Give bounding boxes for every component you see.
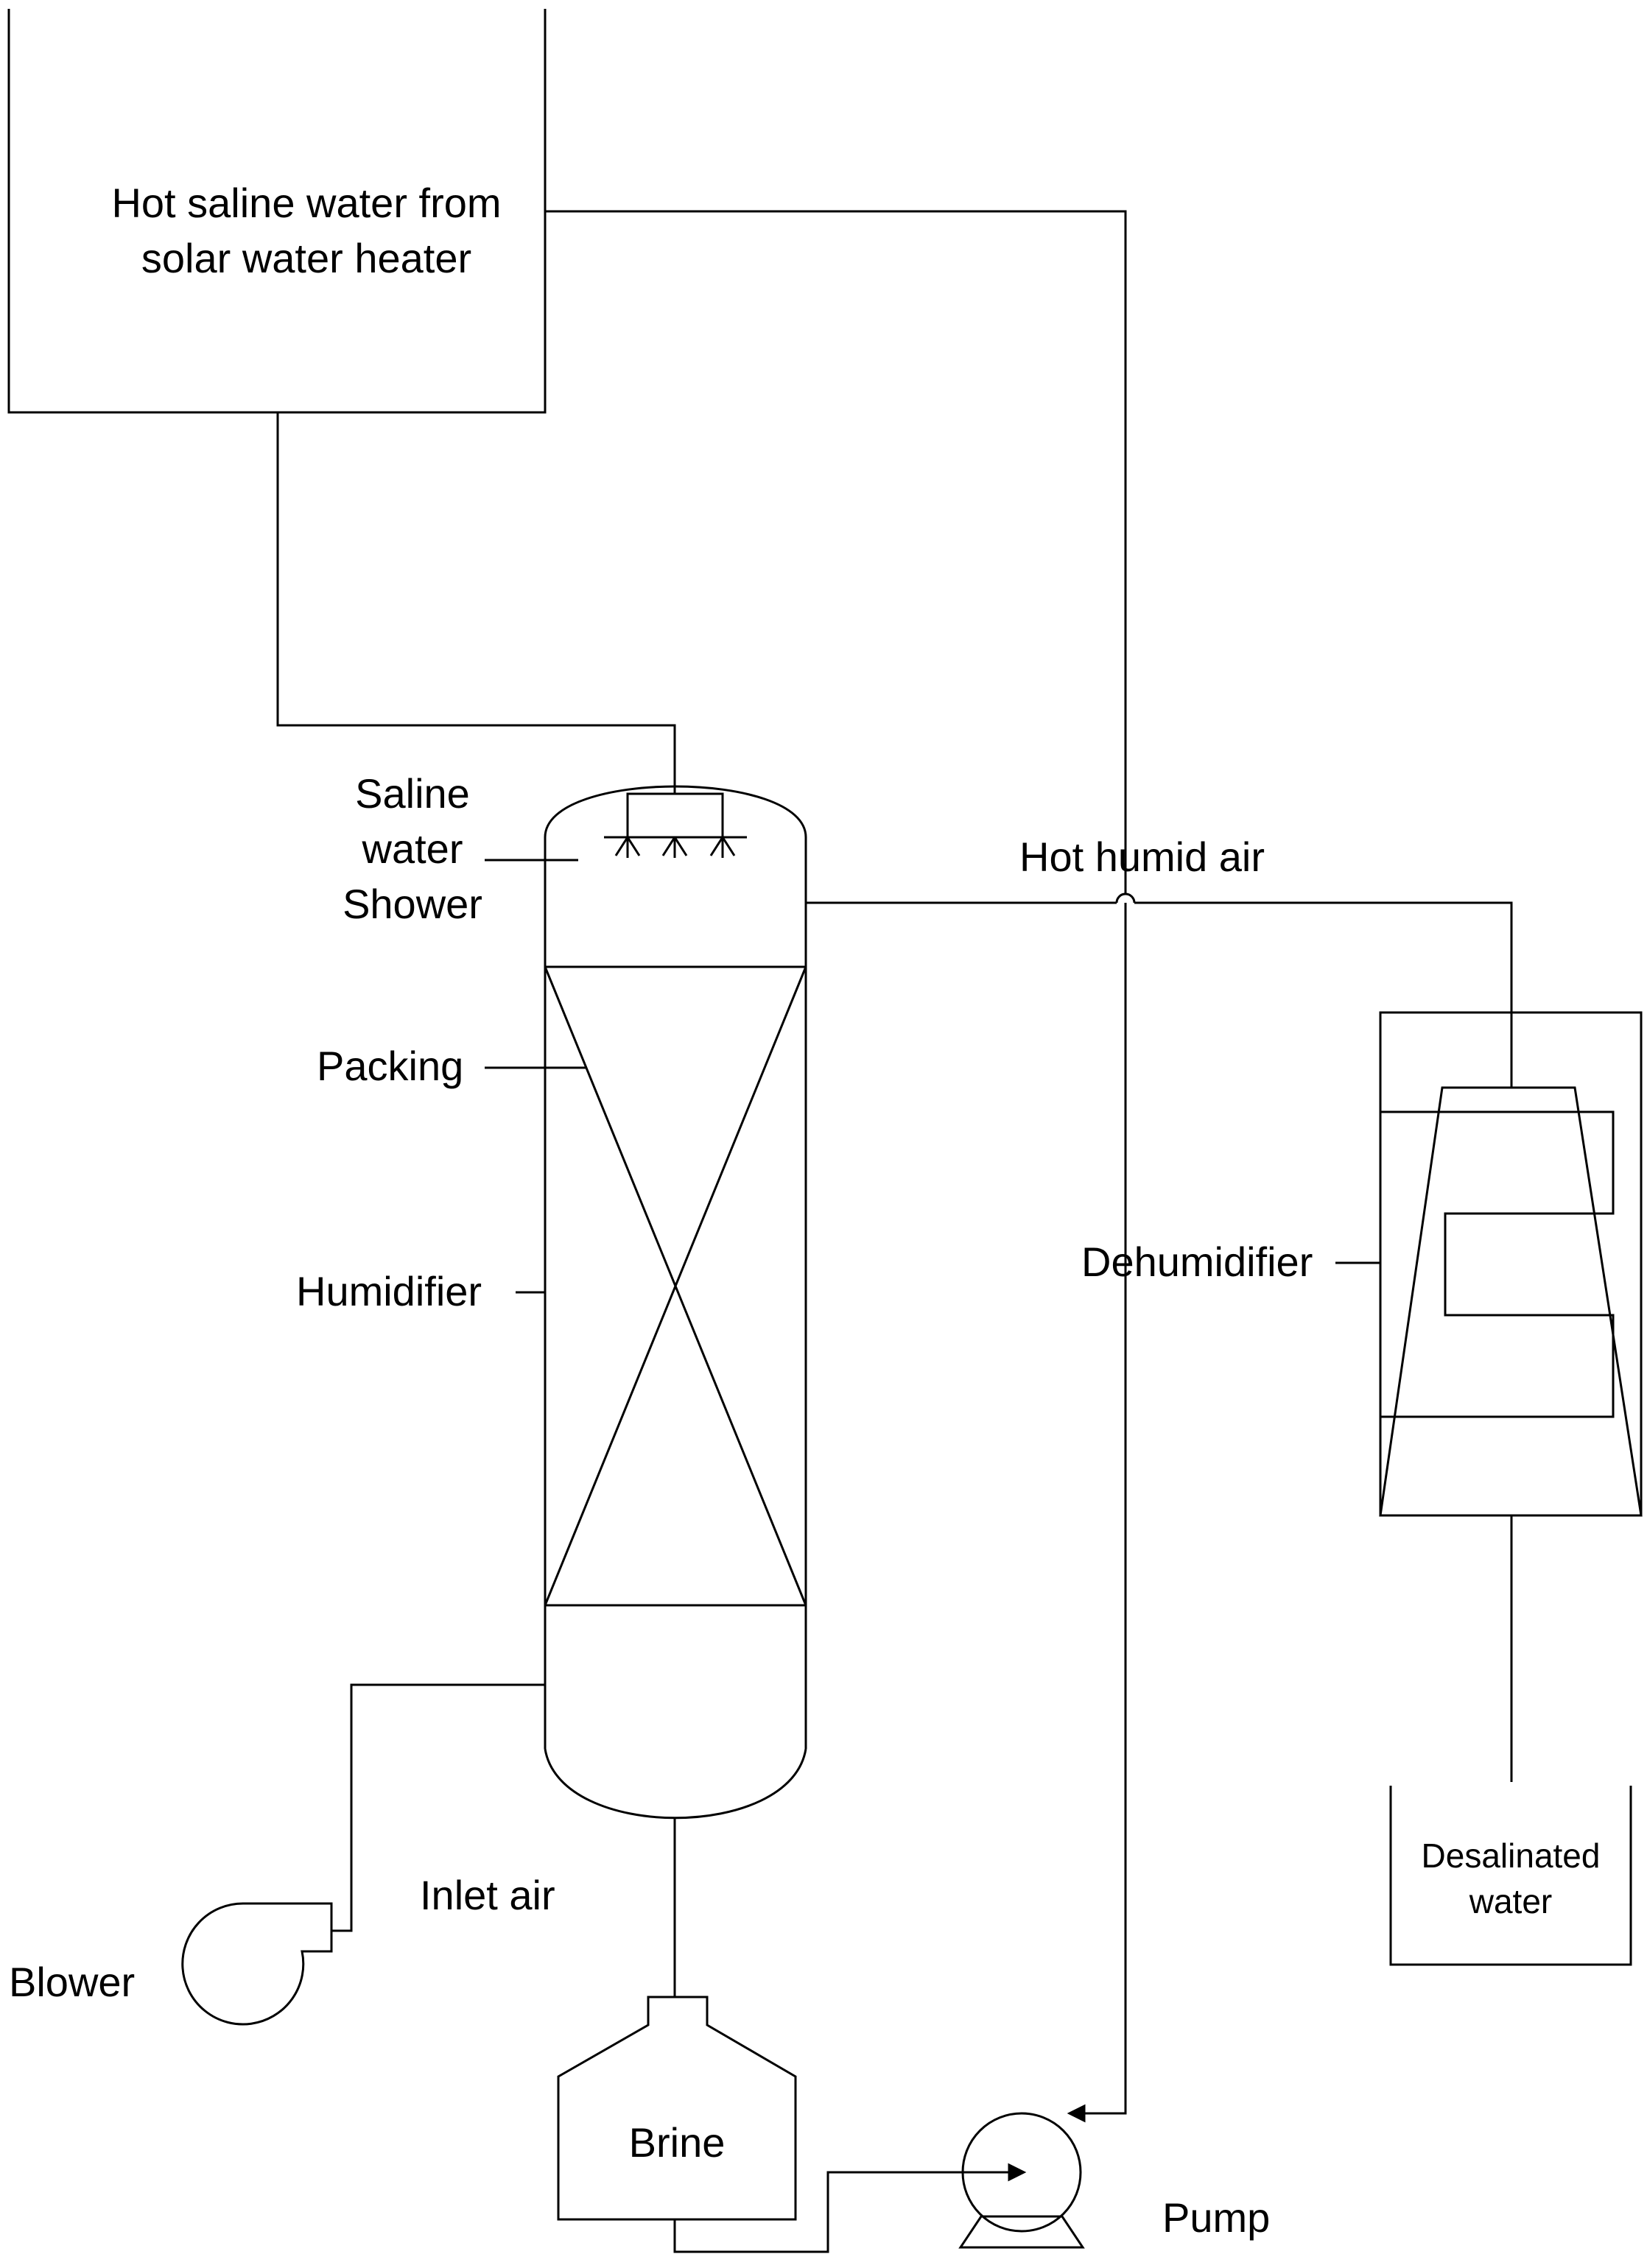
packing-label: Packing: [317, 1043, 464, 1089]
return-pipe-lower: [1072, 903, 1127, 2115]
packing-cross-2: [544, 966, 807, 1606]
pump-label: Pump: [1162, 2194, 1271, 2241]
hot-humid-air-label: Hot humid air: [1019, 834, 1265, 880]
return-pipe: [545, 210, 1127, 893]
humidifier-label: Humidifier: [296, 1268, 482, 1314]
heater-to-shower-pipe: [276, 412, 676, 794]
heater-label-line2: solar water heater: [141, 235, 472, 281]
inlet-air-label: Inlet air: [420, 1872, 555, 1918]
shower-label-line3: Shower: [343, 881, 482, 927]
flow-arrow-to-return: [1067, 2104, 1086, 2123]
pipe-crossover-hop: [1115, 892, 1136, 904]
pump-base: [958, 2215, 1085, 2249]
shower-nozzles: [614, 837, 736, 858]
flow-arrow-into-pump: [1008, 2163, 1027, 2182]
heater-label-line1: Hot saline water from: [111, 180, 502, 226]
desalinated-water-tank: [1389, 1786, 1632, 1966]
desalinated-label-line2: water: [1469, 1882, 1553, 1920]
brine-label: Brine: [628, 2119, 726, 2166]
shower-header: [626, 792, 724, 837]
dehumidifier-label: Dehumidifier: [1081, 1239, 1313, 1285]
brine-to-pump-pipe: [673, 2171, 1016, 2253]
pump: [961, 2112, 1082, 2233]
shower-label-line2: water: [362, 825, 463, 872]
brine-tank: [557, 1996, 797, 2221]
inlet-air-pipe: [331, 1683, 545, 1932]
humidifier-top-cap: [544, 785, 807, 838]
desalinated-label-line1: Desalinated: [1421, 1836, 1601, 1875]
dehumidifier-cone: [1379, 1086, 1643, 1517]
humidifier-bottom-cap: [544, 1748, 807, 1820]
shower-label-line1: Saline: [355, 770, 470, 817]
hot-humid-air-pipe-2: [1134, 901, 1513, 1088]
dehumidifier-coil: [1380, 1110, 1615, 1418]
blower: [181, 1902, 333, 2026]
blower-label: Blower: [9, 1959, 136, 2005]
